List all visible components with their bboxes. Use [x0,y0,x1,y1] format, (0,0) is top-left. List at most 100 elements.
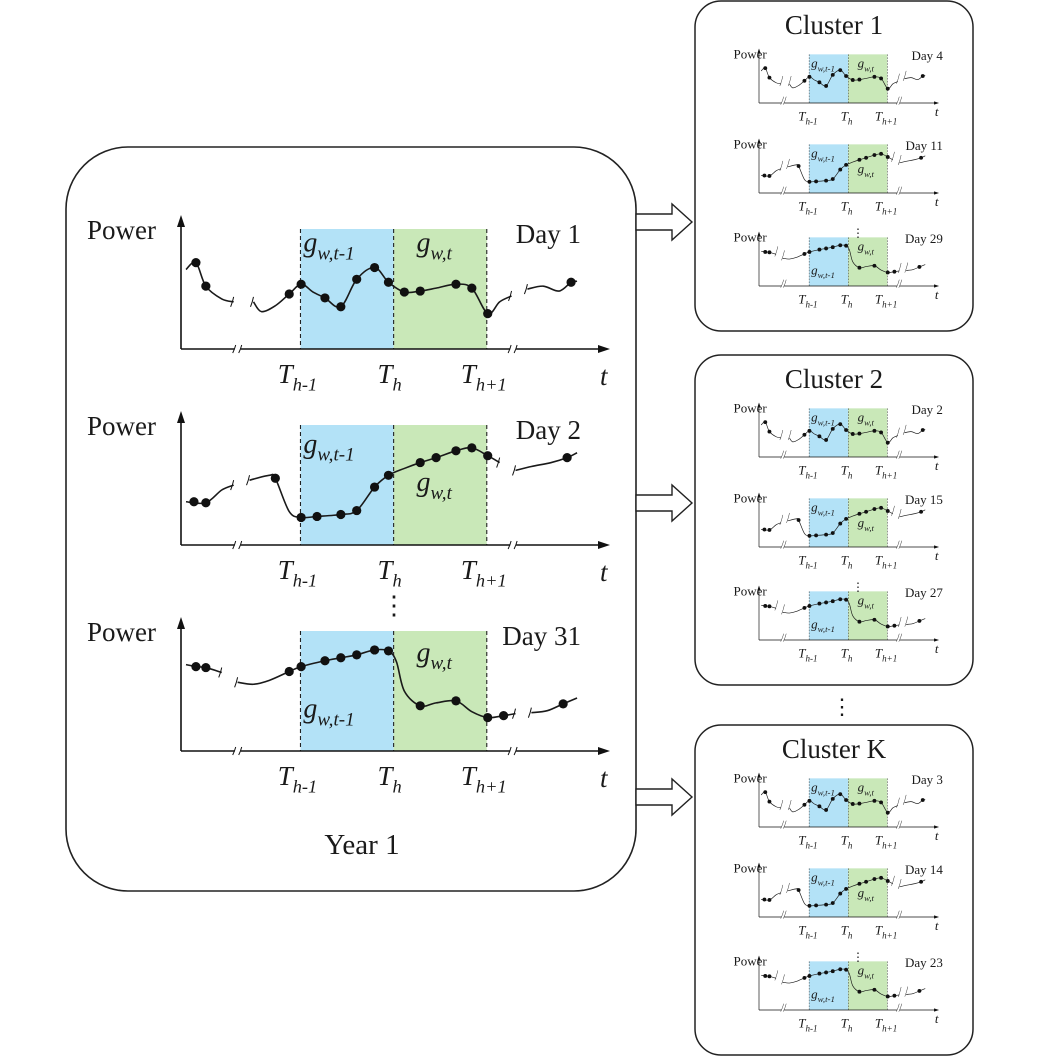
day-label: Day 1 [516,219,581,249]
curve-break-mark [787,75,792,87]
curve-break-mark [896,73,900,84]
data-point [415,457,425,468]
data-point [838,792,843,797]
data-point [296,512,306,523]
data-point [844,243,849,248]
data-point [824,437,829,442]
tick-label-curr: Th [841,462,853,480]
axis-break-mark [780,96,787,105]
tick-label-next: Th+1 [461,555,507,591]
data-point [369,262,380,273]
data-point [885,994,890,999]
segment-label-prev: gw,t-1 [811,987,835,1005]
curve-break-mark [779,429,784,441]
data-point [201,662,211,673]
data-point [352,505,362,516]
x-axis-label: t [935,104,939,119]
axis-break-gap [510,747,517,755]
data-point [767,799,772,804]
x-axis-label: t [600,361,609,391]
data-point [920,74,925,78]
axis-break-mark [780,540,787,549]
segment-label-prev: gw,t-1 [811,410,835,428]
data-point [830,901,835,905]
data-point [284,289,294,299]
segment-label-prev: gw,t-1 [811,500,835,518]
data-point [817,247,822,252]
data-point [807,604,812,608]
data-point [558,699,568,709]
data-point [562,453,572,463]
data-point [885,440,890,445]
curve-break-mark [774,246,779,257]
axis-break-gap [897,101,900,105]
data-point [807,798,812,803]
curve-break-mark [891,151,895,162]
tick-label-prev: Th-1 [798,552,817,570]
tick-label-curr: Th [841,922,853,940]
data-point [566,277,576,287]
data-point [824,600,829,605]
data-point [767,173,772,178]
y-axis-label: Power [734,954,768,969]
data-point [872,617,877,622]
axis-break-mark [780,450,787,459]
tick-label-next: Th+1 [875,291,897,309]
curve-break-mark [897,878,902,890]
tick-label-next: Th+1 [875,645,897,663]
power-curve-segment [906,988,926,995]
data-point [850,802,855,806]
tick-label-curr: Th [841,645,853,663]
power-curve-segment [531,697,578,714]
axis-break-mark [780,279,787,288]
cluster-title: Cluster K [782,734,887,764]
data-point [872,74,877,79]
y-axis-label: Power [734,771,768,786]
segment-label-curr: gw,t [417,637,453,674]
data-point [415,286,425,296]
x-axis-label: t [935,1011,939,1026]
axis-break-gap [897,545,900,549]
segment-label-prev: gw,t-1 [811,780,835,798]
data-point [817,80,822,85]
axis-break-mark [896,186,903,195]
axis-break-gap [781,1008,785,1012]
tick-label-curr: Th [841,552,853,570]
y-axis-arrow [757,138,761,144]
x-axis-label: t [600,763,609,793]
curve-break-mark [897,986,902,998]
curve-break-mark [512,465,517,476]
data-point [879,430,884,435]
data-point [817,971,822,976]
axis-break-mark [780,1003,787,1012]
axis-break-gap [781,101,785,105]
x-axis-arrow [934,825,940,829]
data-point [451,446,461,456]
data-point [857,157,862,162]
tick-label-curr: Th [841,108,853,126]
y-axis-label: Power [87,411,156,441]
data-point [824,246,829,251]
axis-break-gap [897,455,900,459]
curve-break-mark [904,262,909,273]
x-axis-arrow [934,191,940,195]
data-point [767,75,772,80]
segment-label-prev: gw,t-1 [811,263,835,281]
data-point [917,265,922,269]
tick-label-next: Th+1 [875,1015,897,1033]
data-point [763,420,768,425]
y-axis-label: Power [87,617,156,647]
data-point [312,511,322,522]
data-point [336,302,346,312]
segment-label-curr: gw,t [858,515,875,533]
data-point [763,66,768,71]
data-point [451,279,461,289]
year-vdots: ⋮ [381,591,407,620]
data-point [872,798,877,803]
curve-break-mark [897,508,902,520]
data-point [879,875,884,880]
data-point [483,451,493,461]
x-axis-arrow [598,541,610,549]
